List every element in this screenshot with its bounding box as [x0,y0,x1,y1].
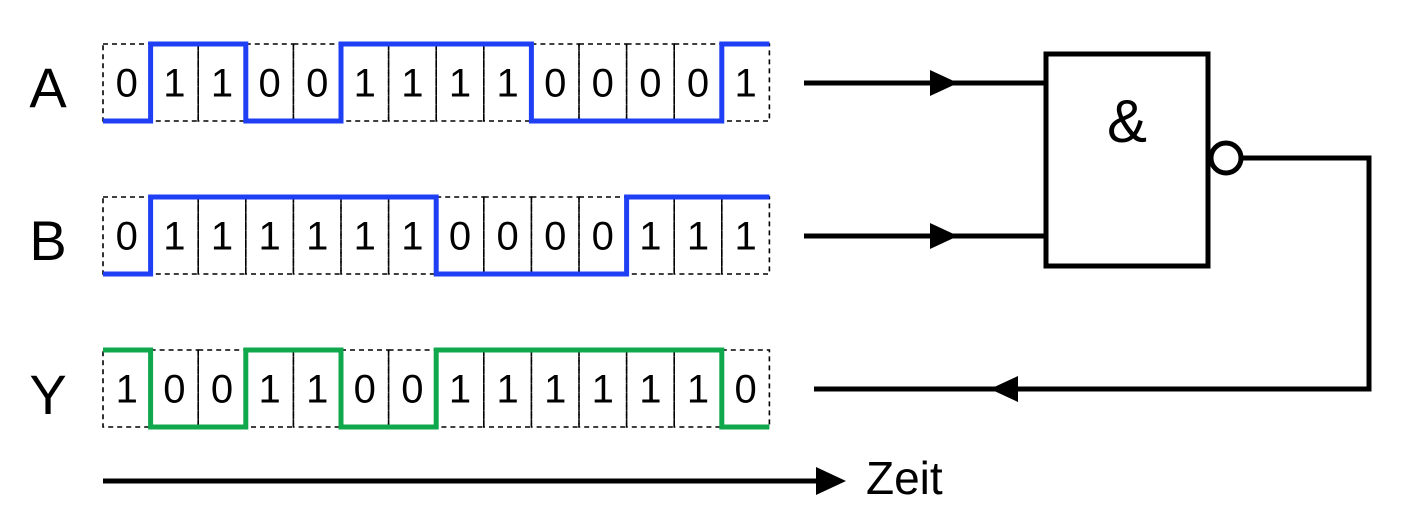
signal-a-bit: 1 [401,62,423,106]
signal-b-bit: 0 [592,215,614,259]
bit-cell [482,349,533,428]
signal-y-bit: 1 [116,368,138,412]
signal-a-bit: 0 [592,62,614,106]
bit-cell [625,349,675,428]
arrow-right-icon [930,70,958,96]
signal-y-bit: 1 [687,368,709,412]
time-axis: Zeit [103,452,943,504]
signal-b-bit: 1 [211,215,233,259]
signal-b-bit: 1 [639,215,661,259]
signal-a-waveform [103,41,770,124]
signal-a-bit: 0 [639,62,661,106]
signal-a-bit: 0 [544,62,566,106]
signal-b-bit: 0 [496,215,518,259]
signal-y-waveform [103,347,770,430]
signal-y-bit: 1 [258,368,280,412]
signal-a-bit: 1 [211,62,233,106]
input-wire-a [804,70,1046,96]
signal-b-bit: 1 [734,215,756,259]
bit-cell [340,196,390,275]
signal-b-bit: 1 [354,215,376,259]
signal-y-bit: 0 [354,368,376,412]
bit-cell [435,43,485,122]
bit-cell [292,349,342,428]
signal-y-bit: 1 [306,368,328,412]
signal-y-bit: 0 [734,368,756,412]
bit-cell [387,43,438,122]
signal-label-y: Y [29,363,66,426]
bit-cell [102,349,152,428]
signal-a-bit: 1 [734,62,756,106]
signal-y-bit: 1 [592,368,614,412]
signal-label-a: A [29,56,67,119]
signal-b-bit: 0 [449,215,471,259]
inverter-bubble-icon [1208,140,1244,176]
signal-y-bit: 0 [211,368,233,412]
bit-cell [387,196,438,275]
signal-a-bit: 1 [496,62,518,106]
signal-a-bit: 1 [354,62,376,106]
time-axis-label: Zeit [866,452,943,504]
bit-cell [197,196,247,275]
signal-a-bit: 1 [449,62,471,106]
signal-a-bit: 1 [163,62,185,106]
bit-cell [720,196,771,275]
arrow-right-icon [930,223,958,249]
bit-cell [673,196,723,275]
signal-a-bit: 0 [306,62,328,106]
signal-b-bit: 1 [258,215,280,259]
bit-cell [292,196,342,275]
signal-b-bit: 0 [116,215,138,259]
bit-cell [245,196,295,275]
signal-b-bit: 1 [401,215,423,259]
gate-symbol: & [1107,88,1147,155]
input-wire-b [804,223,1046,249]
bit-cell [197,43,247,122]
output-wire-y [814,155,1372,402]
signal-y-bit: 1 [639,368,661,412]
signal-b-bit: 1 [687,215,709,259]
bit-cell [530,349,580,428]
signal-label-b: B [29,209,66,272]
arrow-right-icon [816,467,846,495]
signal-a-bit: 0 [258,62,280,106]
signal-b-bit: 1 [163,215,185,259]
signal-y-bit: 1 [544,368,566,412]
signal-y-bit: 1 [496,368,518,412]
bit-cell [578,349,628,428]
signal-b-bit: 1 [306,215,328,259]
signal-y-bit: 0 [401,368,423,412]
signal-b-waveform [103,194,770,277]
signal-y-bit: 1 [449,368,471,412]
bit-cell [673,349,723,428]
bit-cell [482,43,533,122]
signal-a-bit: 0 [687,62,709,106]
gate-body [1043,51,1211,269]
signal-y-bit: 0 [163,368,185,412]
arrow-left-icon [990,376,1018,402]
signal-a-bit: 0 [116,62,138,106]
signal-b-bit: 0 [544,215,566,259]
nand-gate: & [1043,51,1244,269]
